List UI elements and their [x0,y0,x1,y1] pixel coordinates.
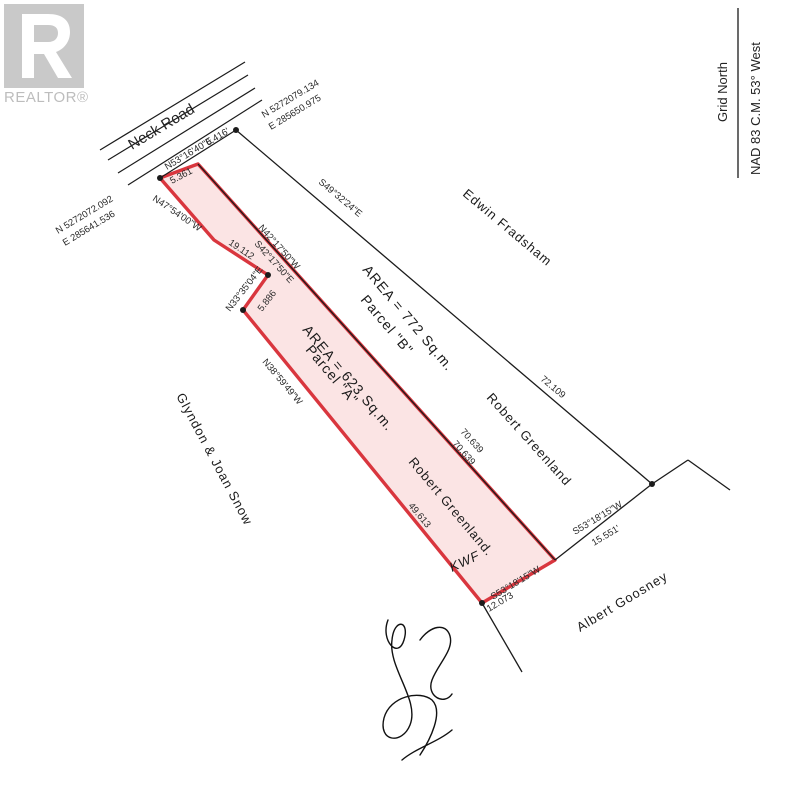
realtor-wordmark: REALTOR® [4,89,89,106]
boundary-lines [159,129,731,673]
survey-markers [157,127,655,606]
east-dist: 72.109 [538,374,567,401]
front-b-dist: 6.416' [204,126,232,149]
datum-label: NAD 83 C.M. 53° West [748,42,763,175]
rear-b-dist: 15.551' [590,523,622,548]
owner-parcel-b-label: Robert Greenland [484,390,575,489]
owner-south-label: Albert Goosney [574,568,671,634]
owner-ne-label: Edwin Fradsham [460,186,555,269]
realtor-logo [4,4,84,88]
east-bearing: S49°32'24"E [316,177,364,220]
handwritten-signature [382,619,453,761]
neck-road [99,61,263,186]
grid-north-label: Grid North [715,62,730,122]
owner-west-label: Glyndon & Joan Snow [173,390,256,527]
